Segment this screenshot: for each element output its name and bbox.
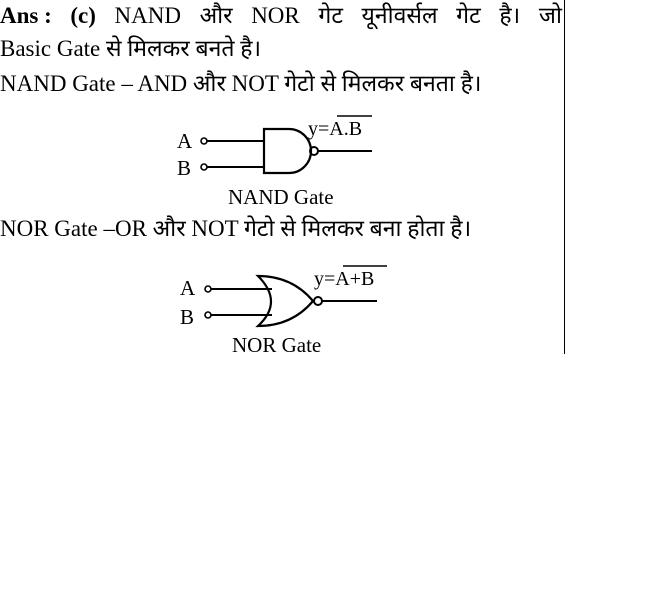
answer-word: गेट xyxy=(456,3,481,28)
answer-word: जो xyxy=(538,3,562,28)
nand-input-a-terminal xyxy=(200,137,208,145)
answer-word: NAND xyxy=(114,3,181,28)
answer-option: (c) xyxy=(70,3,96,28)
page-edge-divider xyxy=(564,0,565,354)
nor-input-a-terminal xyxy=(204,285,212,293)
nor-output-expr: A+B xyxy=(335,268,374,290)
nand-input-b-label: B xyxy=(177,156,191,180)
nand-gate-diagram: A B y=A.B NAND Gate xyxy=(177,115,372,209)
nor-output-label: y=A+B xyxy=(314,268,374,290)
nor-output-prefix: y= xyxy=(314,268,335,290)
answer-word: गेट xyxy=(318,3,343,28)
nor-caption: NOR Gate xyxy=(232,333,321,357)
nor-gate-body xyxy=(255,274,315,328)
nor-input-b-terminal xyxy=(204,311,212,319)
answer-word: और xyxy=(199,3,233,28)
nand-output-label: y=A.B xyxy=(308,118,362,140)
answer-word: है। xyxy=(499,3,521,28)
nand-description: NAND Gate – AND और NOT गेटो से मिलकर बनत… xyxy=(0,71,482,96)
nand-input-a-label: A xyxy=(177,129,193,153)
nor-output-bubble xyxy=(313,296,323,306)
nand-output-prefix: y= xyxy=(308,118,329,140)
nor-input-b-label: B xyxy=(180,305,194,329)
nand-input-b-terminal xyxy=(200,163,208,171)
answer-prefix: Ans : xyxy=(0,3,52,28)
nand-caption: NAND Gate xyxy=(228,185,334,209)
nand-output-expr: A.B xyxy=(329,118,362,140)
answer-word: यूनीवर्सल xyxy=(361,3,438,28)
nor-description: NOR Gate –OR और NOT गेटो से मिलकर बना हो… xyxy=(0,216,472,241)
nor-input-a-label: A xyxy=(180,276,196,300)
answer-continuation: Basic Gate से मिलकर बनते है। xyxy=(0,36,262,61)
answer-line: Ans : (c) NAND और NOR गेट यूनीवर्सल गेट … xyxy=(0,2,562,30)
answer-word: NOR xyxy=(251,3,300,28)
nand-gate-body xyxy=(262,127,313,175)
nor-gate-diagram: A B y=A+B NOR Gate xyxy=(180,265,387,357)
